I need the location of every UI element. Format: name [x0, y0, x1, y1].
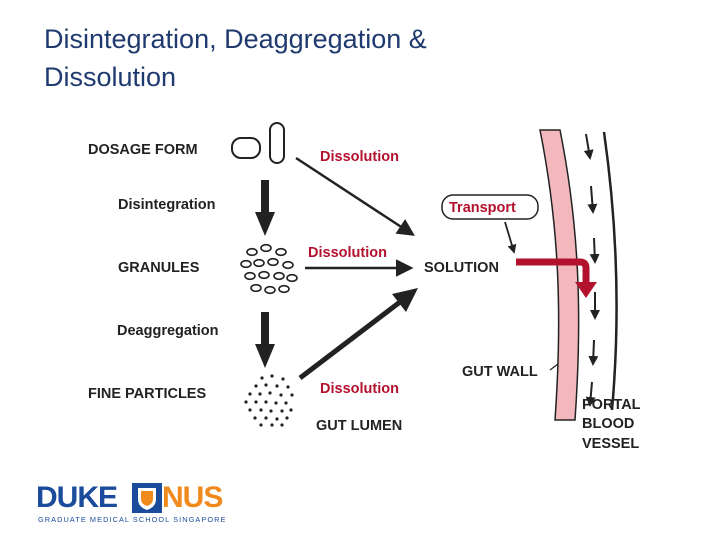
dissolution-arrow-fine: [298, 300, 402, 380]
fine-particles-icon: [244, 374, 294, 427]
dissolution-arrowhead-fine: [392, 288, 418, 312]
title-line-2: Dissolution: [44, 62, 177, 92]
blood-flow-arrows: [583, 133, 600, 407]
label-granules: GRANULES: [118, 260, 200, 276]
granules-icon: [240, 243, 298, 295]
label-dissolution-3: Dissolution: [320, 381, 399, 397]
logo-nus-text: NUS: [162, 481, 223, 514]
absorption-arrowhead: [575, 282, 597, 298]
label-dissolution-2: Dissolution: [308, 245, 387, 261]
disintegration-arrow: [255, 180, 275, 236]
label-blood: BLOOD: [582, 416, 634, 432]
deaggregation-arrow: [255, 312, 275, 368]
tablet-icon: [231, 137, 261, 159]
blood-vessel-wall: [602, 131, 618, 411]
label-deaggregation: Deaggregation: [117, 323, 219, 339]
duke-nus-logo: DUKE NUS GRADUATE MEDICAL SCHOOL SINGAPO…: [36, 482, 256, 526]
label-disintegration: Disintegration: [118, 197, 215, 213]
logo-duke-text: DUKE: [36, 481, 118, 514]
transport-box: [441, 194, 539, 220]
label-fine-particles: FINE PARTICLES: [88, 386, 206, 402]
label-transport: Transport: [449, 200, 516, 216]
label-dosage-form: DOSAGE FORM: [88, 142, 198, 158]
gut-wall-band: [539, 129, 580, 421]
label-portal: PORTAL: [582, 397, 641, 413]
logo-subtitle: GRADUATE MEDICAL SCHOOL SINGAPORE: [38, 515, 227, 524]
title-line-1: Disintegration, Deaggregation &: [44, 24, 427, 54]
transport-pointer: [504, 221, 517, 254]
label-gut-wall: GUT WALL: [462, 364, 538, 380]
crest-icon: [132, 483, 162, 513]
label-dissolution-1: Dissolution: [320, 149, 399, 165]
capsule-icon: [269, 122, 285, 164]
absorption-arrow: [516, 258, 590, 286]
slide-title: Disintegration, Deaggregation & Dissolut…: [44, 20, 664, 96]
dissolution-arrow-dosage: [295, 156, 415, 236]
label-solution: SOLUTION: [424, 260, 499, 276]
gut-wall-pointer: [549, 363, 559, 371]
label-gut-lumen: GUT LUMEN: [316, 418, 402, 434]
label-vessel: VESSEL: [582, 436, 639, 452]
